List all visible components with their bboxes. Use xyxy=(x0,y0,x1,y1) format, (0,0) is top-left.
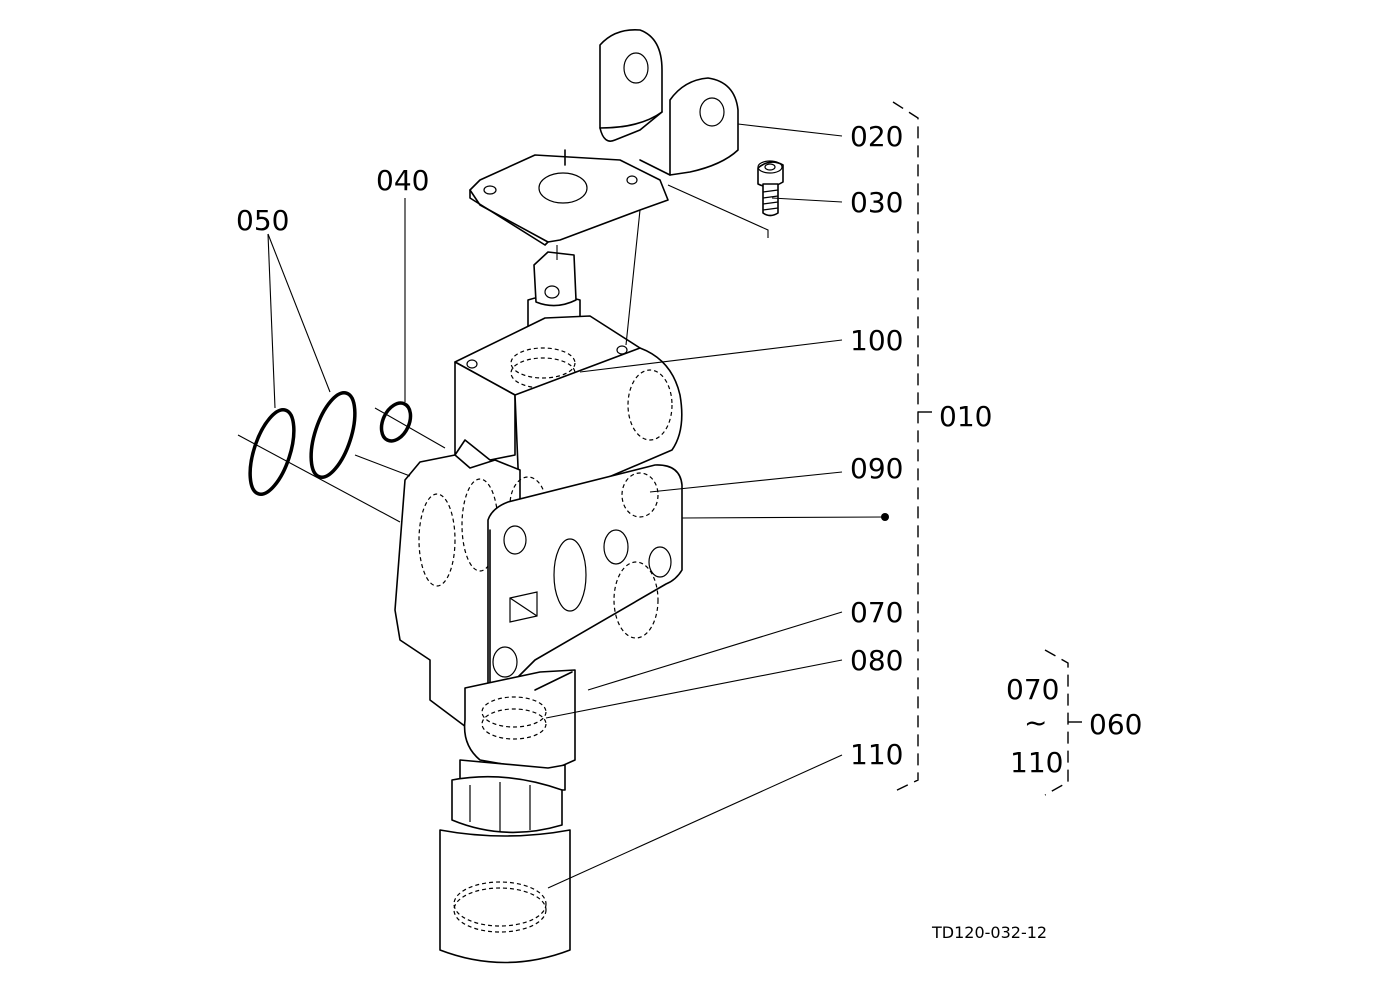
label-070: 070 xyxy=(850,596,903,629)
label-040: 040 xyxy=(376,164,429,197)
label-100: 100 xyxy=(850,324,903,357)
label-010: 010 xyxy=(939,400,992,433)
kit-range-end: 110 xyxy=(1010,746,1063,779)
fitting-sleeve xyxy=(439,759,571,964)
label-110: 110 xyxy=(850,738,903,771)
kit-range-tilde: ~ xyxy=(1024,706,1047,739)
label-020: 020 xyxy=(850,120,903,153)
o-ring-040 xyxy=(379,401,413,443)
label-090: 090 xyxy=(850,452,903,485)
valve-body xyxy=(394,315,683,773)
bracket-060 xyxy=(1044,649,1082,796)
reference-dot xyxy=(881,513,889,521)
bracket-010 xyxy=(892,101,932,793)
kit-range-start: 070 xyxy=(1006,673,1059,706)
o-ring-050b xyxy=(248,408,296,496)
label-050: 050 xyxy=(236,204,289,237)
leader-lines xyxy=(237,123,886,889)
label-060: 060 xyxy=(1089,708,1142,741)
bolt xyxy=(757,160,784,217)
o-ring-050a xyxy=(309,391,357,479)
drawing-code: TD120-032-12 xyxy=(931,923,1047,942)
bracket-plate xyxy=(469,28,739,246)
label-030: 030 xyxy=(850,186,903,219)
label-080: 080 xyxy=(850,644,903,677)
